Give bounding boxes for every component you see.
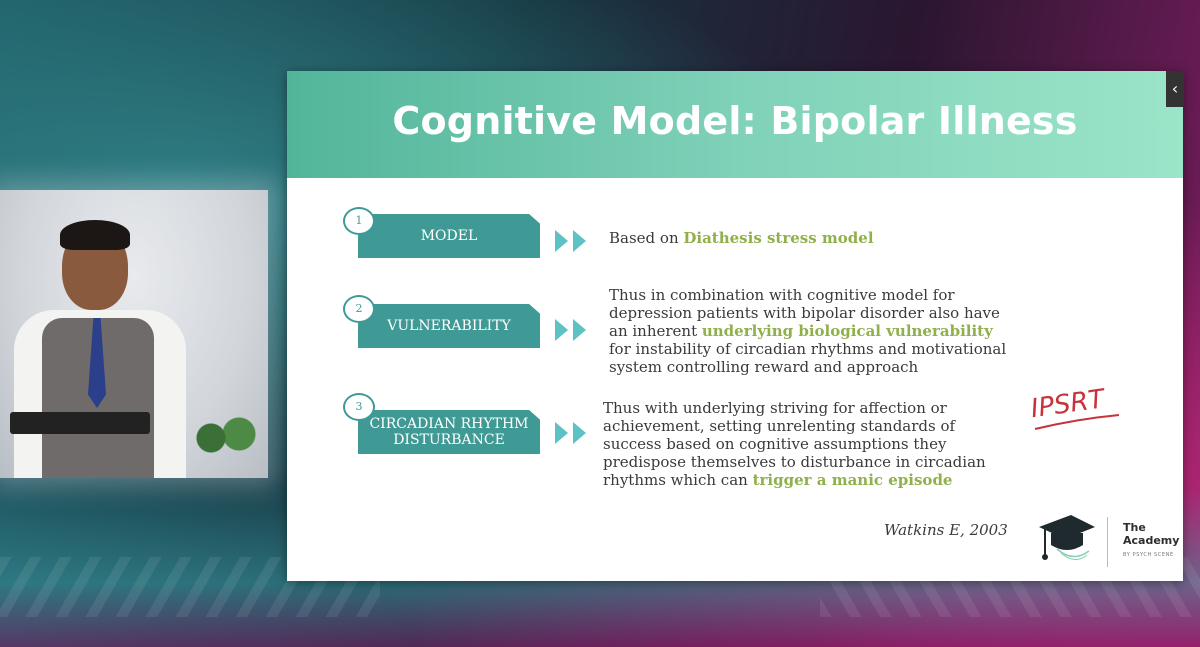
collapse-panel-icon[interactable]: ‹ bbox=[1166, 71, 1184, 107]
row-2-text-plain-a: Thus in combination with cognitive model… bbox=[609, 286, 1000, 340]
row-3-text: Thus with underlying striving for affect… bbox=[603, 399, 1003, 489]
logo-byline: BY PSYCH SCENE bbox=[1123, 552, 1174, 558]
laptop bbox=[10, 412, 150, 434]
row-1-label: MODEL bbox=[420, 228, 478, 244]
logo-divider bbox=[1107, 517, 1108, 567]
slide-header: Cognitive Model: Bipolar Illness bbox=[287, 71, 1183, 178]
presenter-tie bbox=[88, 318, 106, 408]
logo-line-2: Academy bbox=[1123, 534, 1180, 547]
row-3-label-box: CIRCADIAN RHYTHM DISTURBANCE bbox=[358, 410, 540, 454]
row-3-text-highlight: trigger a manic episode bbox=[752, 471, 953, 489]
row-3-label: CIRCADIAN RHYTHM DISTURBANCE bbox=[369, 416, 529, 448]
double-chevron-right-icon bbox=[555, 230, 586, 252]
row-1-text-highlight: Diathesis stress model bbox=[683, 229, 874, 247]
handwritten-underline bbox=[1034, 414, 1120, 430]
graduation-cap-icon bbox=[1039, 515, 1095, 560]
presenter-hair bbox=[60, 220, 130, 250]
row-2-text-plain-b: for instability of circadian rhythms and… bbox=[609, 340, 1007, 376]
row-2-label-box: VULNERABILITY bbox=[358, 304, 540, 348]
row-2-number-badge: 2 bbox=[343, 295, 375, 323]
row-3-text-plain: Thus with underlying striving for affect… bbox=[603, 399, 986, 489]
row-1-number-badge: 1 bbox=[343, 207, 375, 235]
logo-line-1: The bbox=[1123, 521, 1146, 534]
presentation-slide: Cognitive Model: Bipolar Illness ‹ MODEL… bbox=[287, 71, 1184, 581]
row-2-label: VULNERABILITY bbox=[387, 318, 511, 334]
citation: Watkins E, 2003 bbox=[884, 521, 1008, 539]
logo-wordmark: The Academy BY PSYCH SCENE bbox=[1123, 521, 1179, 562]
slide-title: Cognitive Model: Bipolar Illness bbox=[392, 99, 1078, 143]
row-1-text: Based on Diathesis stress model bbox=[609, 229, 1029, 247]
row-2-text: Thus in combination with cognitive model… bbox=[609, 286, 1019, 376]
row-1-text-plain: Based on bbox=[609, 229, 684, 247]
plant bbox=[190, 414, 260, 454]
double-chevron-right-icon bbox=[555, 319, 586, 341]
row-3-number-badge: 3 bbox=[343, 393, 375, 421]
row-1-label-box: MODEL bbox=[358, 214, 540, 258]
double-chevron-right-icon bbox=[555, 422, 586, 444]
presenter-video bbox=[0, 190, 268, 478]
handwritten-annotation: IPSRT bbox=[1029, 384, 1120, 430]
row-2-text-highlight: underlying biological vulnerability bbox=[701, 322, 993, 340]
